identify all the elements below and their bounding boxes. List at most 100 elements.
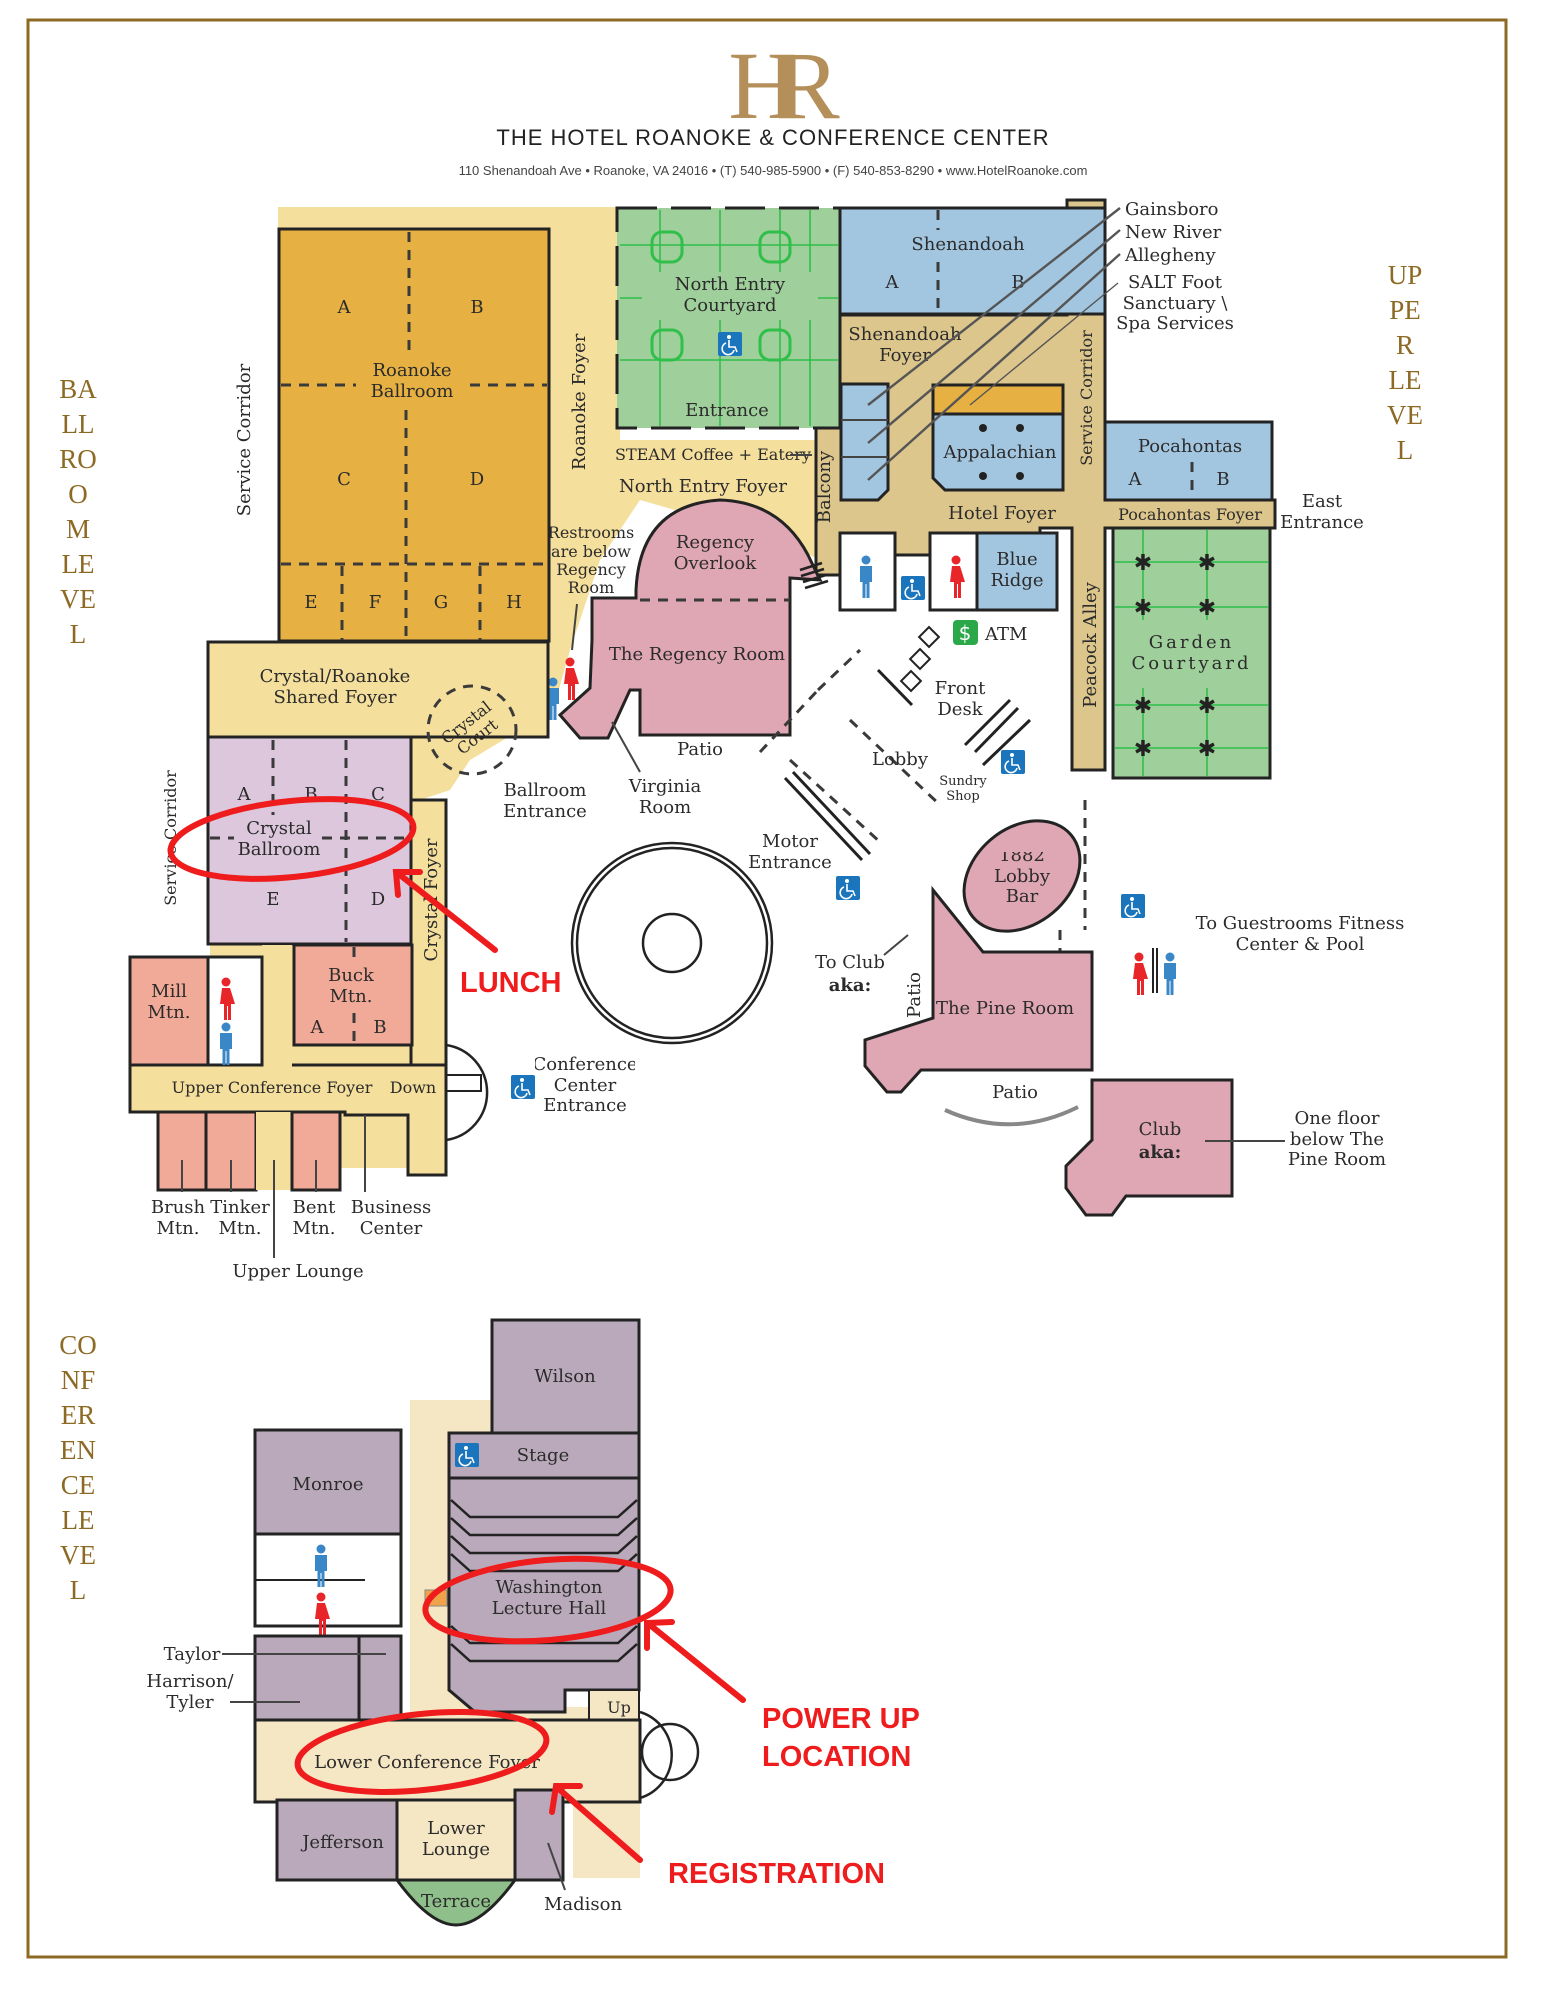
patio-steps [944, 1105, 1079, 1127]
regency-room-label: The Regency Room [609, 644, 785, 665]
salt-spa-label: SALT Foot Sanctuary \ Spa Services [1116, 271, 1234, 335]
north-entry-courtyard[interactable]: North Entry Courtyard Entrance [615, 206, 843, 430]
stage[interactable]: Stage [447, 1431, 641, 1480]
restrooms[interactable] [206, 955, 264, 1067]
brush-mtn-label: Brush Mtn. [150, 1197, 206, 1239]
accessible-icon [835, 875, 861, 901]
lobby-outline [758, 648, 1087, 955]
salt-foot-sanctuary[interactable] [931, 383, 1065, 416]
page-frame [26, 18, 1508, 1959]
power-up-annotation: POWER UP LOCATION [422, 1555, 920, 1773]
arrow [571, 603, 578, 651]
section-c-label: C [371, 784, 385, 805]
gainsboro-label: Gainsboro [1125, 199, 1219, 220]
business-center-label: Business Center [350, 1197, 432, 1239]
blue-ridge-room[interactable]: Blue Ridge [975, 531, 1059, 612]
roanoke-ballroom[interactable]: Roanoke Ballroom A B C D E F G H [277, 227, 551, 643]
pocahontas-room[interactable]: Pocahontas A B [1103, 420, 1274, 502]
registration-label: REGISTRATION [668, 1858, 885, 1890]
motor-entrance-label: Motor Entrance [748, 831, 832, 873]
taylor-label: Taylor [164, 1644, 221, 1665]
accessible-icon [900, 575, 926, 601]
monroe-room[interactable]: Monroe [253, 1428, 403, 1536]
lower-lounge[interactable]: Lower Lounge [395, 1798, 517, 1882]
upper-conference-foyer-label: Upper Conference Foyer [172, 1078, 373, 1097]
upper-level-label: UPPER LEVEL [1387, 260, 1423, 465]
shenandoah-label: Shenandoah [911, 234, 1025, 255]
new-river-label: New River [1125, 222, 1222, 243]
pocahontas-label: Pocahontas [1138, 436, 1242, 457]
motor-entrance-doors [783, 770, 872, 862]
section-g-label: G [434, 592, 448, 613]
down-label: Down [390, 1078, 436, 1097]
conference-level-label: CONFERENCE LEVEL [59, 1330, 97, 1605]
shared-foyer-label: Crystal/Roanoke Shared Foyer [259, 666, 411, 708]
stage-label: Stage [517, 1445, 569, 1466]
lunch-label: LUNCH [460, 967, 562, 999]
roanoke-ballroom-label: Roanoke Ballroom [356, 356, 468, 408]
arrows [181, 1115, 366, 1258]
hotel-address: 110 Shenandoah Ave • Roanoke, VA 24016 •… [459, 163, 1088, 178]
to-club-aka: aka: [829, 975, 871, 996]
jefferson-room[interactable]: Jefferson [275, 1798, 399, 1882]
buck-mtn-room[interactable]: Buck Mtn. A B [292, 943, 414, 1047]
wilson-room[interactable]: Wilson [490, 1318, 641, 1435]
registration-annotation: REGISTRATION [294, 1709, 885, 1890]
allegheny-label: Allegheny [1124, 245, 1217, 266]
section-f-label: F [369, 592, 382, 613]
terrace[interactable]: Terrace [394, 1878, 518, 1927]
crystal-ballroom[interactable]: A B C D E Crystal Ballroom [206, 735, 413, 946]
patio-label: Patio [677, 739, 723, 760]
mill-mtn-label: Mill Mtn. [147, 981, 191, 1023]
patio-label: Patio [992, 1082, 1038, 1103]
section-a-label: A [310, 1017, 325, 1038]
svg-text:✱: ✱ [1134, 551, 1152, 576]
lobby-bar[interactable]: 1882 Lobby Bar [942, 798, 1102, 954]
lobby-bar-label: 1882 Lobby Bar [993, 852, 1050, 902]
accessible-icon [510, 1074, 536, 1100]
accessible-icon [1120, 893, 1146, 919]
pocahontas-foyer-label: Pocahontas Foyer [1118, 505, 1262, 524]
accessible-icon [1000, 749, 1026, 775]
power-up-label-line2: LOCATION [762, 1741, 911, 1773]
section-a-label: A [885, 272, 900, 293]
jefferson-label: Jefferson [300, 1832, 384, 1853]
up-label: Up [607, 1698, 631, 1717]
arrow [547, 1842, 566, 1891]
gainsboro-newriver-allegheny-rooms[interactable] [839, 382, 890, 502]
balcony-label: Balcony [814, 450, 835, 523]
pine-room[interactable]: The Pine Room [863, 885, 1094, 1094]
washington-lecture-hall[interactable]: Washington Lecture Hall [447, 1476, 641, 1714]
callout-arrows [867, 207, 1121, 481]
section-e-label: E [304, 592, 317, 613]
service-corridor-label: Service Corridor [234, 363, 255, 516]
appalachian-room[interactable]: Appalachian [931, 412, 1065, 492]
section-b-label: B [1216, 469, 1229, 490]
shenandoah-room[interactable]: Shenandoah A B [838, 206, 1107, 316]
to-club-label: To Club [815, 952, 885, 973]
regency-room[interactable]: Regency Overlook The Regency Room [557, 498, 823, 740]
shared-foyer[interactable] [206, 640, 550, 739]
front-desk-label: Front Desk [934, 678, 986, 720]
buck-mtn-label: Buck Mtn. [328, 965, 374, 1007]
section-b-label: B [1011, 272, 1024, 293]
hotel-title: THE HOTEL ROANOKE & CONFERENCE CENTER [496, 125, 1049, 150]
garden-courtyard[interactable]: ✱✱ ✱✱ ✱✱ ✱✱ Garden Courtyard [1111, 526, 1272, 780]
logo-monogram: HR [728, 32, 839, 139]
club-aka: aka: [1139, 1142, 1181, 1163]
lower-conference-foyer-label: Lower Conference Foyer [314, 1752, 540, 1773]
sundry-shop-label: Sundry Shop [939, 774, 987, 804]
mill-mtn-room[interactable]: Mill Mtn. [128, 955, 210, 1067]
svg-text:✱: ✱ [1198, 694, 1216, 719]
motor-entrance-roundabout [570, 841, 774, 1045]
women-restroom-icon [564, 657, 579, 700]
club-room[interactable]: Club aka: [1064, 1078, 1234, 1217]
atm-label: ATM [984, 624, 1027, 645]
arrow [611, 721, 641, 773]
tinker-mtn-label: Tinker Mtn. [210, 1197, 270, 1239]
crystal-court[interactable] [426, 684, 518, 776]
elevator-icons [899, 625, 941, 693]
monroe-label: Monroe [293, 1474, 364, 1495]
taylor-harrison-tyler-rooms[interactable] [253, 1634, 403, 1723]
